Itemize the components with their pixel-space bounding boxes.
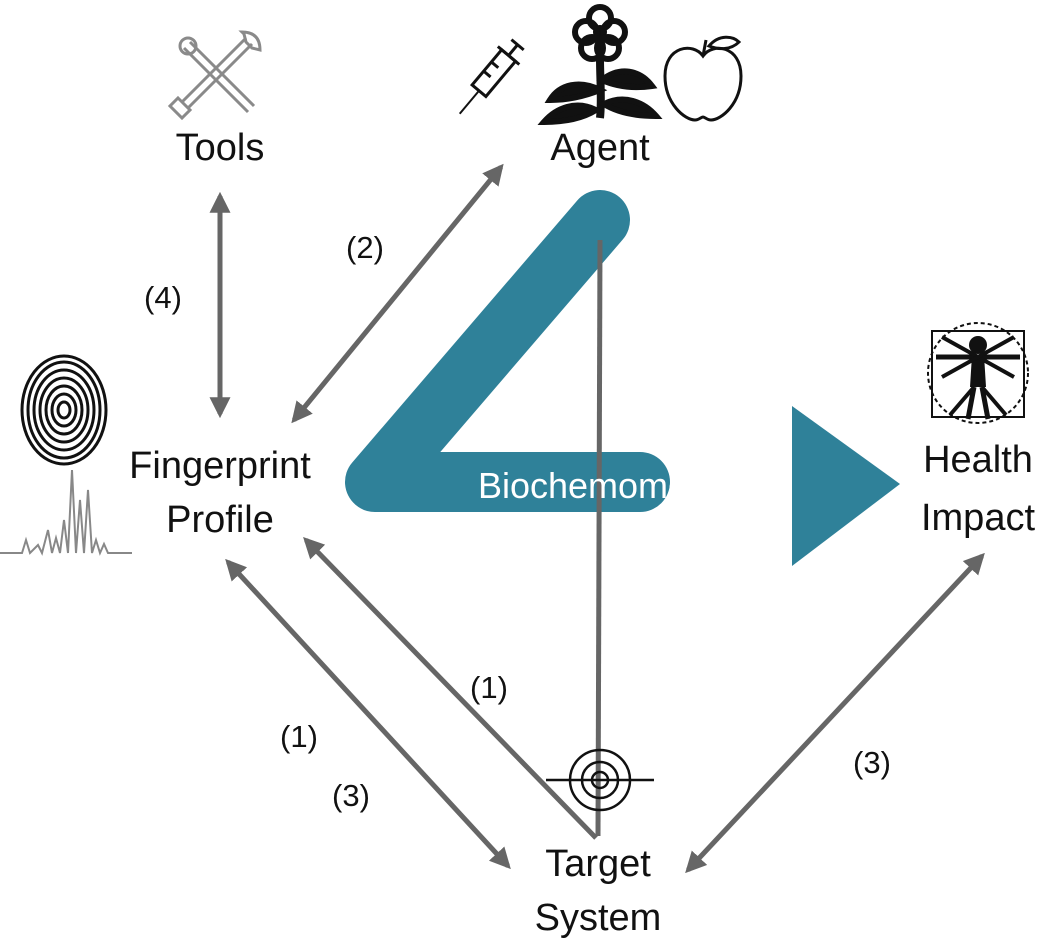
four-shape: Biochemometrics <box>345 190 900 837</box>
syringe-icon <box>458 38 525 115</box>
edge-label-target-fingerprint-b: (3) <box>332 778 370 813</box>
edge-label-fingerprint-agent: (2) <box>346 230 384 265</box>
target-icon <box>546 748 654 812</box>
fingerprint-label-line1: Fingerprint <box>129 445 311 487</box>
biochemometrics-label: Biochemometrics <box>478 465 754 506</box>
four-stroke <box>345 190 670 512</box>
edge-label-target-fingerprint-inner: (1) <box>470 670 508 705</box>
agent-label: Agent <box>550 127 650 169</box>
target-label-line2: System <box>535 897 662 939</box>
edge-label-target-fingerprint-a: (1) <box>280 719 318 754</box>
fingerprint-label-line2: Profile <box>166 499 274 541</box>
edge-label-tools-fingerprint: (4) <box>144 280 182 315</box>
target-label-line1: Target <box>545 843 651 885</box>
arrow-target-fingerprint-outer <box>225 558 511 870</box>
four-vertical-line <box>595 239 603 837</box>
arrow-target-health <box>685 552 985 874</box>
edge-label-target-health: (3) <box>853 745 891 780</box>
biochemometrics-arrowhead <box>792 406 900 566</box>
health-label-line1: Health <box>923 439 1033 481</box>
spectrum-icon <box>0 469 132 556</box>
vitruvian-icon <box>927 322 1029 424</box>
tools-icon <box>167 30 262 121</box>
apple-icon <box>663 35 743 122</box>
tools-label: Tools <box>176 127 265 169</box>
arrow-fingerprint-agent <box>291 163 504 424</box>
flower-icon <box>537 4 663 126</box>
health-label-line2: Impact <box>921 497 1035 539</box>
arrows <box>209 163 985 874</box>
fingerprint-icon <box>20 354 108 466</box>
